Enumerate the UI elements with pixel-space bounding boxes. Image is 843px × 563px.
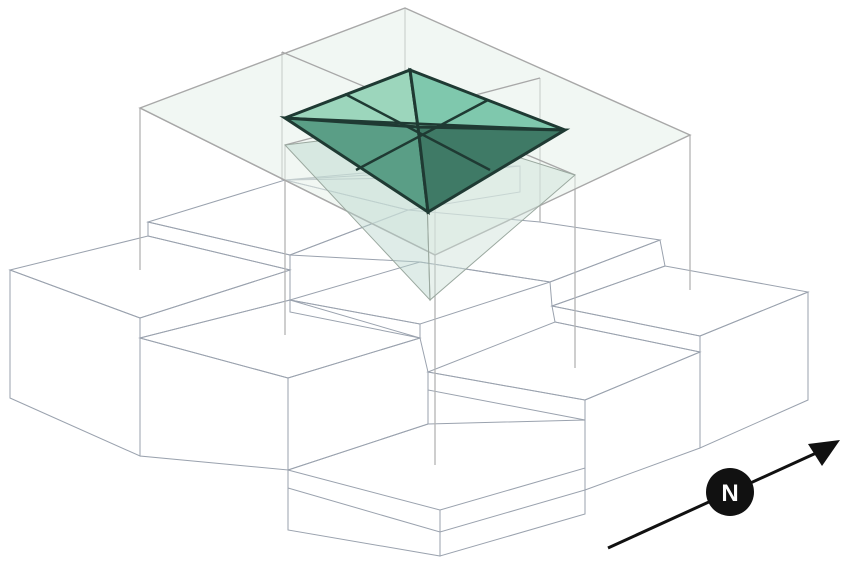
north-arrow: N [608, 440, 840, 548]
block-right-side [552, 306, 700, 352]
terrain-block-right [552, 266, 808, 448]
north-label: N [721, 480, 738, 507]
block-right-front [700, 292, 808, 448]
terrain-block-front-right [428, 322, 700, 490]
terrain-block-front [288, 420, 585, 556]
block-frontleft-right [288, 338, 428, 470]
block-front-right-face [440, 468, 585, 556]
block-back-front [148, 222, 290, 270]
block-frontright-front [585, 352, 700, 490]
block-left-right [140, 270, 290, 338]
block-frontright-side [428, 372, 585, 420]
block-front-top [288, 420, 585, 532]
terrain-block-front-left [140, 300, 428, 470]
block-left-top [10, 236, 290, 318]
block-front-left-face [288, 470, 440, 556]
block-left-front [10, 270, 140, 456]
block-frontleft-top [140, 300, 420, 378]
block-frontright-top [428, 322, 700, 400]
block-midback-front [550, 240, 665, 306]
block-frontleft-front [140, 338, 288, 470]
terrain-block-left [10, 236, 290, 456]
block-right-top [552, 266, 808, 336]
